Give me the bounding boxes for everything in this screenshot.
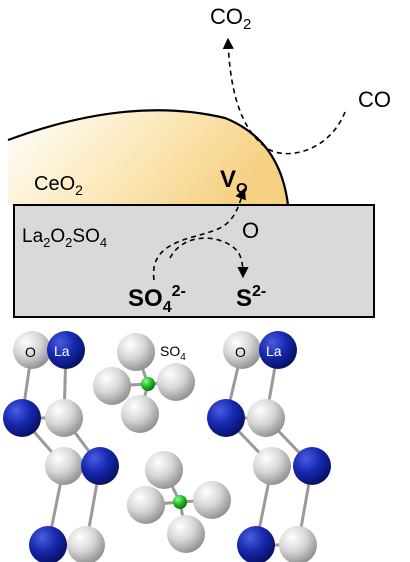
co-label: CO — [358, 87, 391, 112]
lanthanum-atom — [29, 526, 67, 562]
co-to-vacancy-arrow — [222, 37, 346, 155]
sulfur-atom — [141, 377, 155, 391]
lanthanum-atom — [259, 331, 297, 369]
oxygen-atom — [121, 395, 159, 433]
oxygen-atom — [157, 363, 195, 401]
oxygen-atom — [279, 526, 317, 562]
sulfate-to-vacancy-arrow — [152, 187, 246, 281]
sulfide-label: S2- — [236, 283, 266, 312]
sulfur-atom — [173, 495, 187, 509]
support-label: La2O2SO4 — [22, 226, 107, 250]
lanthanum-atom — [237, 526, 275, 562]
oxygen-atom — [127, 486, 165, 524]
la-atom-label-left: La — [54, 343, 70, 359]
ceo2-label: CeO2 — [34, 173, 83, 198]
la-atom-label-right: La — [266, 343, 282, 359]
ceo2-outline — [7, 109, 290, 206]
oxygen-atom — [223, 331, 261, 369]
oxygen-atom — [117, 333, 155, 371]
lanthanum-atom — [47, 331, 85, 369]
lanthanum-atom — [293, 447, 331, 485]
sulfate-to-sulfide-arrow — [169, 237, 249, 279]
oxygen-atom — [253, 447, 291, 485]
o-atom-label-left: O — [25, 344, 36, 360]
oxygen-atom — [167, 515, 205, 553]
oxygen-vacancy-label: VO — [220, 166, 248, 197]
o-atom-label-right: O — [235, 344, 246, 360]
oxygen-atom — [145, 451, 183, 489]
oxygen-atom — [247, 399, 285, 437]
lanthanum-atom — [3, 399, 41, 437]
oxygen-label: O — [242, 218, 259, 243]
crystal-structure: O La SO4 O La — [3, 331, 331, 562]
lanthanum-atom — [81, 447, 119, 485]
ceo2-particle — [8, 110, 288, 205]
oxygen-atom — [93, 367, 131, 405]
lanthanum-atom — [207, 399, 245, 437]
so4-atom-label: SO4 — [160, 343, 186, 363]
oxygen-atom — [45, 447, 83, 485]
co2-label: CO2 — [210, 4, 251, 33]
sulfate-label: SO42- — [128, 283, 186, 316]
la2o2so4-support — [13, 204, 375, 318]
oxygen-atom — [13, 331, 51, 369]
oxygen-atom — [67, 526, 105, 562]
oxygen-atom — [45, 399, 83, 437]
oxygen-atom — [193, 481, 231, 519]
